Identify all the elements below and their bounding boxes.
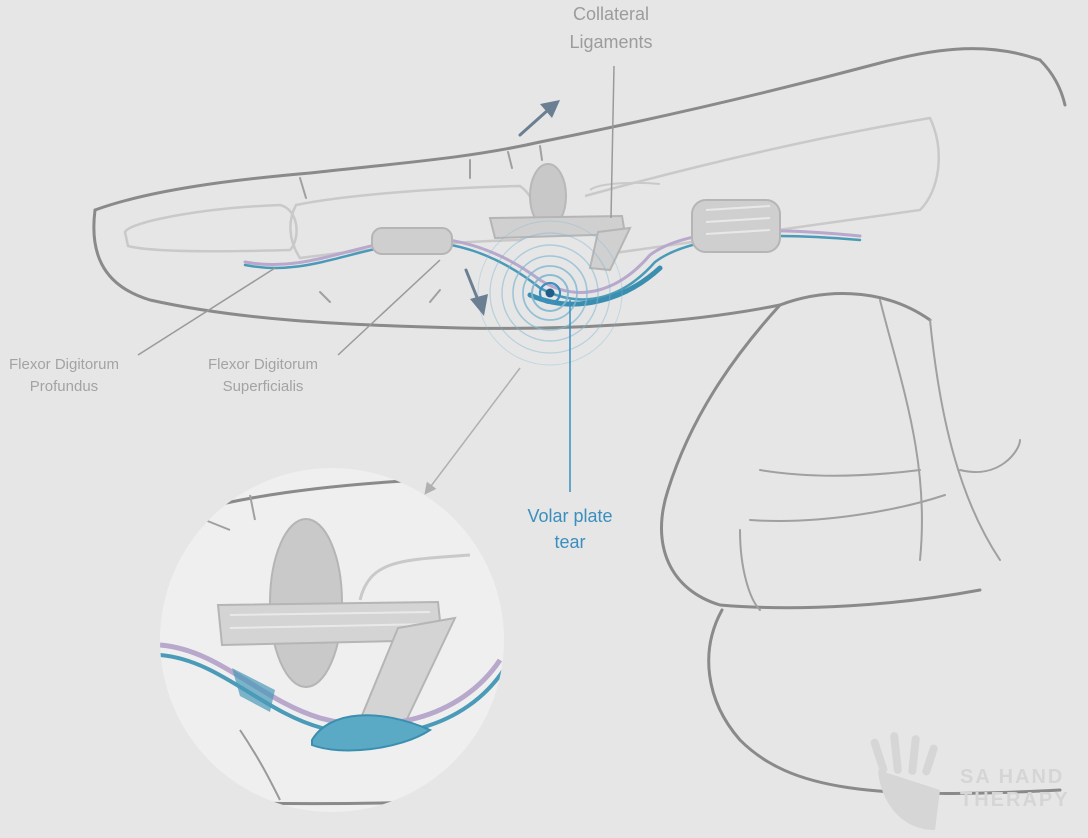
collateral-ligaments-label: Collateral Ligaments — [546, 0, 676, 56]
watermark: SA HAND THERAPY — [960, 766, 1070, 812]
label-line: Collateral — [572, 4, 650, 24]
label-line: tear — [554, 532, 586, 552]
zoom-inset — [160, 468, 504, 812]
collateral-ligaments — [488, 163, 661, 272]
label-line: Superficialis — [222, 378, 304, 395]
watermark-line: THERAPY — [960, 789, 1070, 811]
arrow-down-icon — [464, 268, 480, 302]
skin-creases — [299, 145, 1021, 611]
watermark-line: SA HAND — [960, 766, 1065, 788]
hand-logo-icon — [870, 732, 940, 830]
arrow-up-right-icon — [518, 108, 550, 137]
volar-plate-tear-label: Volar plate tear — [510, 503, 630, 555]
label-line: Profundus — [29, 378, 99, 395]
label-line: Ligaments — [569, 32, 653, 52]
leader-lines — [137, 65, 615, 495]
fdp-label: Flexor Digitorum Profundus — [0, 354, 128, 398]
motion-arrows — [464, 100, 560, 316]
tear-point-icon — [545, 288, 555, 298]
fds-label: Flexor Digitorum Superficialis — [196, 354, 330, 398]
finger-outline — [92, 47, 1067, 795]
label-line: Volar plate — [527, 506, 613, 526]
pulleys — [371, 199, 781, 255]
label-line: Flexor Digitorum — [207, 356, 319, 373]
label-line: Flexor Digitorum — [8, 356, 120, 373]
tear-ripples — [477, 220, 623, 366]
